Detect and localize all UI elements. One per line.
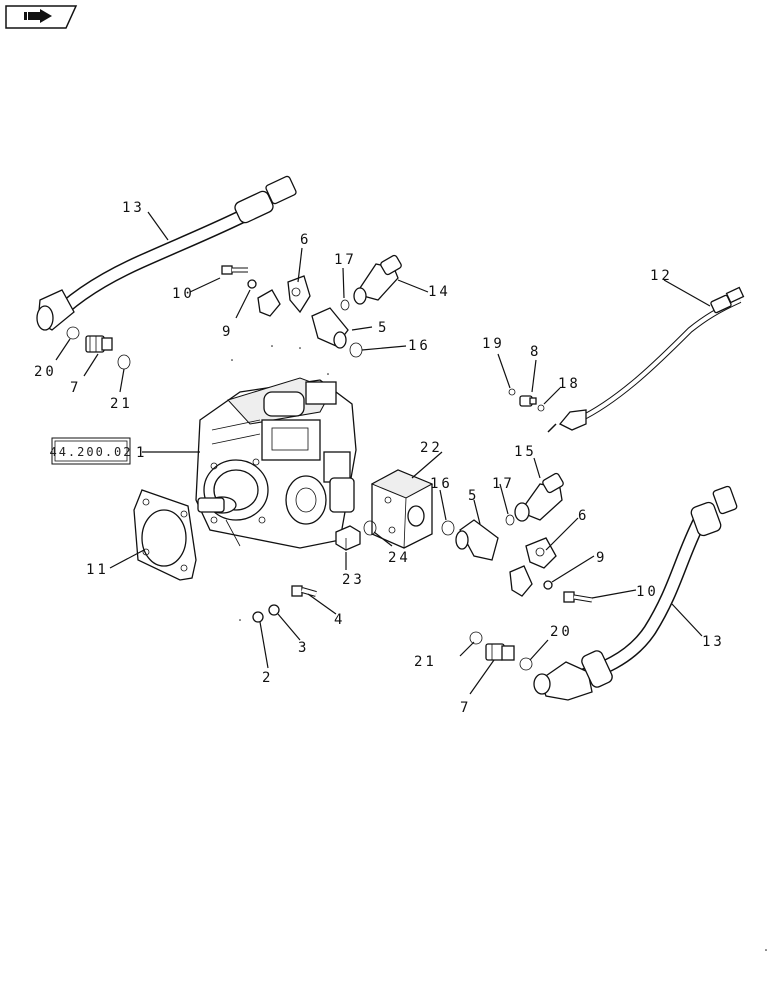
callout-3: 3	[298, 640, 309, 656]
callout-7-upper: 7	[70, 380, 81, 396]
tube-12	[547, 286, 745, 433]
callout-9-lower: 9	[596, 550, 607, 566]
o-ring-19	[508, 388, 516, 396]
o-ring-16-lower	[441, 520, 455, 536]
callout-17-lower: 17	[492, 476, 515, 492]
o-ring-17-upper	[340, 299, 350, 311]
bolt-10-lower	[563, 591, 593, 603]
manifold-block-22	[370, 469, 434, 549]
callout-14: 14	[428, 284, 451, 300]
callout-1: 1	[136, 445, 147, 461]
callout-5-upper: 5	[378, 320, 389, 336]
gasket-11	[133, 489, 197, 581]
bolt-4	[291, 585, 317, 597]
callout-6-upper: 6	[300, 232, 311, 248]
callout-4: 4	[334, 612, 345, 628]
callout-17-upper: 17	[334, 252, 357, 268]
fitting-8	[519, 395, 537, 407]
back-arrow-icon	[24, 9, 52, 23]
fitting-7	[85, 335, 113, 353]
o-ring-20	[66, 326, 80, 340]
o-ring-20-lower	[519, 657, 533, 671]
callout-21-upper: 21	[110, 396, 133, 412]
washer-2	[252, 611, 264, 623]
cross-reference-link[interactable]: 44.200.02	[49, 437, 132, 465]
callout-5-lower: 5	[468, 488, 479, 504]
o-ring-16-upper	[349, 342, 363, 358]
plug-23	[335, 525, 361, 551]
callouts: 13 6 17 10 14 9 5 16 20 7 21 1 11 22 23 …	[34, 200, 725, 716]
reference-label: 44.200.02	[49, 445, 132, 459]
callout-24: 24	[388, 550, 411, 566]
hose-13-lower	[533, 485, 738, 701]
callout-16-lower: 16	[430, 476, 453, 492]
fitting-7-lower	[485, 643, 515, 661]
split-flange-6-upper	[257, 275, 311, 317]
elbow-5-upper	[311, 307, 349, 349]
callout-19: 19	[482, 336, 505, 352]
callout-13-lower: 13	[702, 634, 725, 650]
drawing-specks	[231, 345, 767, 951]
callout-10-upper: 10	[172, 286, 195, 302]
washer-9-upper	[247, 279, 257, 289]
o-ring-24	[363, 520, 377, 536]
callout-23: 23	[342, 572, 365, 588]
callout-2: 2	[262, 670, 273, 686]
callout-20-lower: 20	[550, 624, 573, 640]
callout-7-lower: 7	[460, 700, 471, 716]
callout-13-upper: 13	[122, 200, 145, 216]
split-flange-6-lower	[509, 537, 557, 597]
hose-13-upper	[36, 175, 297, 331]
callout-21-lower: 21	[414, 654, 437, 670]
callout-8: 8	[530, 344, 541, 360]
elbow-5-lower	[455, 519, 499, 561]
fitting-14	[353, 254, 402, 305]
bolt-10-upper	[221, 265, 248, 275]
callout-16-upper: 16	[408, 338, 431, 354]
leader-lines	[55, 211, 711, 695]
back-button[interactable]	[5, 5, 78, 29]
callout-18: 18	[558, 376, 581, 392]
callout-9-upper: 9	[222, 324, 233, 340]
callout-15: 15	[514, 444, 537, 460]
callout-12: 12	[650, 268, 673, 284]
washer-9-lower	[543, 580, 553, 590]
callout-6-lower: 6	[578, 508, 589, 524]
o-ring-17-lower	[505, 514, 515, 526]
washer-3	[268, 604, 280, 616]
callout-20-upper: 20	[34, 364, 57, 380]
o-ring-21	[117, 354, 131, 370]
fitting-15	[514, 472, 564, 522]
callout-11: 11	[86, 562, 109, 578]
callout-10-lower: 10	[636, 584, 659, 600]
o-ring-21-lower	[469, 631, 483, 645]
callout-22: 22	[420, 440, 443, 456]
o-ring-18	[537, 404, 545, 412]
hydraulic-pump-1	[195, 377, 357, 549]
